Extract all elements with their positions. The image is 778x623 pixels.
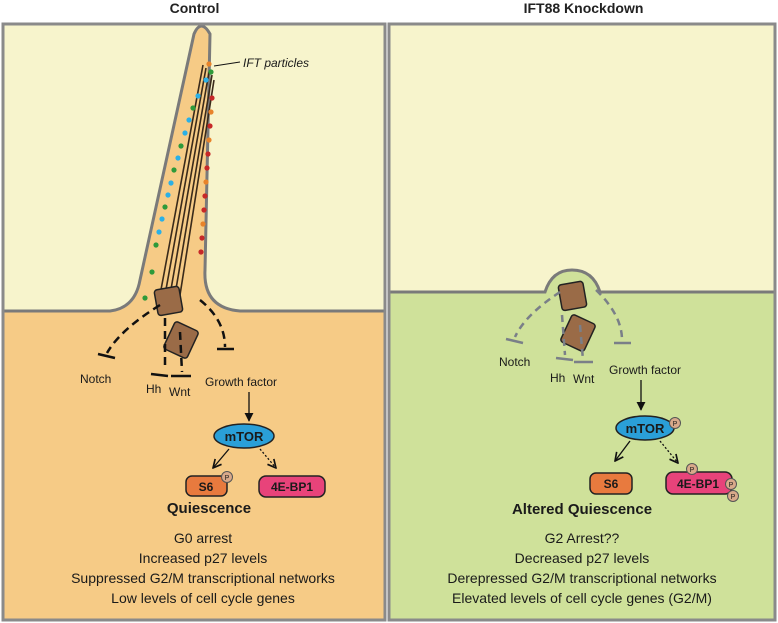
mtor-to-4ebp1-arrow: [259, 448, 276, 468]
knockdown-mtor-label: mTOR: [626, 421, 665, 436]
knockdown-s6-node: [589, 472, 633, 495]
knockdown-inhibition-bars: [505, 337, 631, 364]
4ebp1-label: 4E-BP1: [271, 480, 313, 494]
knockdown-wnt-label: Wnt: [573, 372, 595, 386]
knockdown-basal-body-daughter: [560, 314, 596, 352]
control-panel: IFT particles Notch Hh Wnt Growth factor…: [1, 22, 387, 622]
knockdown-finding-line-4: Elevated levels of cell cycle genes (G2/…: [452, 590, 712, 606]
axoneme: [159, 64, 215, 296]
control-heading: Control: [169, 0, 220, 16]
knockdown-panel: Notch Hh Wnt Growth factor mTOR P S6 4E-…: [387, 22, 777, 622]
knockdown-hh-label: Hh: [550, 371, 565, 385]
basal-body-mother: [153, 285, 184, 317]
knockdown-basal-body-mother: [557, 280, 588, 312]
knockdown-finding-line-1: G2 Arrest??: [545, 530, 620, 546]
s6-phospho-label: P: [225, 475, 230, 482]
ift-pointer: [213, 61, 241, 67]
knockdown-inhibition-lines: [513, 289, 624, 361]
mtor-label: mTOR: [225, 429, 264, 444]
knockdown-s6-label: S6: [604, 477, 619, 491]
mtor-to-s6-arrow: [213, 448, 230, 468]
control-cell: [1, 24, 387, 622]
knockdown-heading: IFT88 Knockdown: [523, 0, 644, 16]
knockdown-finding-line-2: Decreased p27 levels: [515, 550, 650, 566]
hh-label: Hh: [146, 382, 161, 396]
s6-node: [185, 475, 228, 497]
control-inhibition-lines: [105, 299, 227, 373]
4ebp1-phospho-label-1: P: [690, 467, 695, 474]
notch-label: Notch: [80, 372, 111, 386]
knockdown-growth-factor-label: Growth factor: [609, 363, 681, 377]
wnt-label: Wnt: [169, 385, 191, 399]
finding-line-2: Increased p27 levels: [139, 550, 267, 566]
basal-body-daughter: [163, 321, 199, 359]
4ebp1-phospho-icon-3: [727, 490, 739, 502]
4ebp1-phospho-label-3: P: [731, 494, 736, 501]
mtor-phospho-label: P: [673, 421, 678, 428]
knockdown-cell: [387, 268, 777, 622]
knockdown-finding-line-3: Derepressed G2/M transcriptional network…: [447, 570, 716, 586]
growth-factor-label: Growth factor: [205, 375, 277, 389]
s6-phospho-icon: [221, 471, 233, 483]
knockdown-panel-border: [387, 22, 777, 622]
knockdown-state-title: Altered Quiescence: [512, 501, 652, 518]
s6-label: S6: [199, 480, 214, 494]
knockdown-mtor-to-s6-arrow: [615, 440, 631, 461]
finding-line-4: Low levels of cell cycle genes: [111, 590, 295, 606]
state-title: Quiescence: [167, 500, 251, 517]
control-inhibition-bars: [97, 347, 234, 378]
knockdown-mtor-to-4ebp1-arrow: [659, 440, 678, 463]
finding-line-3: Suppressed G2/M transcriptional networks: [71, 570, 335, 586]
control-panel-border: [1, 22, 387, 622]
ift-particles-label: IFT particles: [243, 56, 309, 70]
mtor-phospho-icon: [669, 417, 681, 429]
ift-particles: [142, 61, 215, 301]
4ebp1-node: [258, 475, 326, 498]
knockdown-4ebp1-label: 4E-BP1: [677, 477, 719, 491]
finding-line-1: G0 arrest: [174, 530, 232, 546]
4ebp1-phospho-icon-1: [686, 463, 698, 475]
knockdown-notch-label: Notch: [499, 355, 530, 369]
4ebp1-phospho-label-2: P: [729, 482, 734, 489]
4ebp1-phospho-icon-2: [725, 478, 737, 490]
mtor-node: [213, 423, 275, 449]
